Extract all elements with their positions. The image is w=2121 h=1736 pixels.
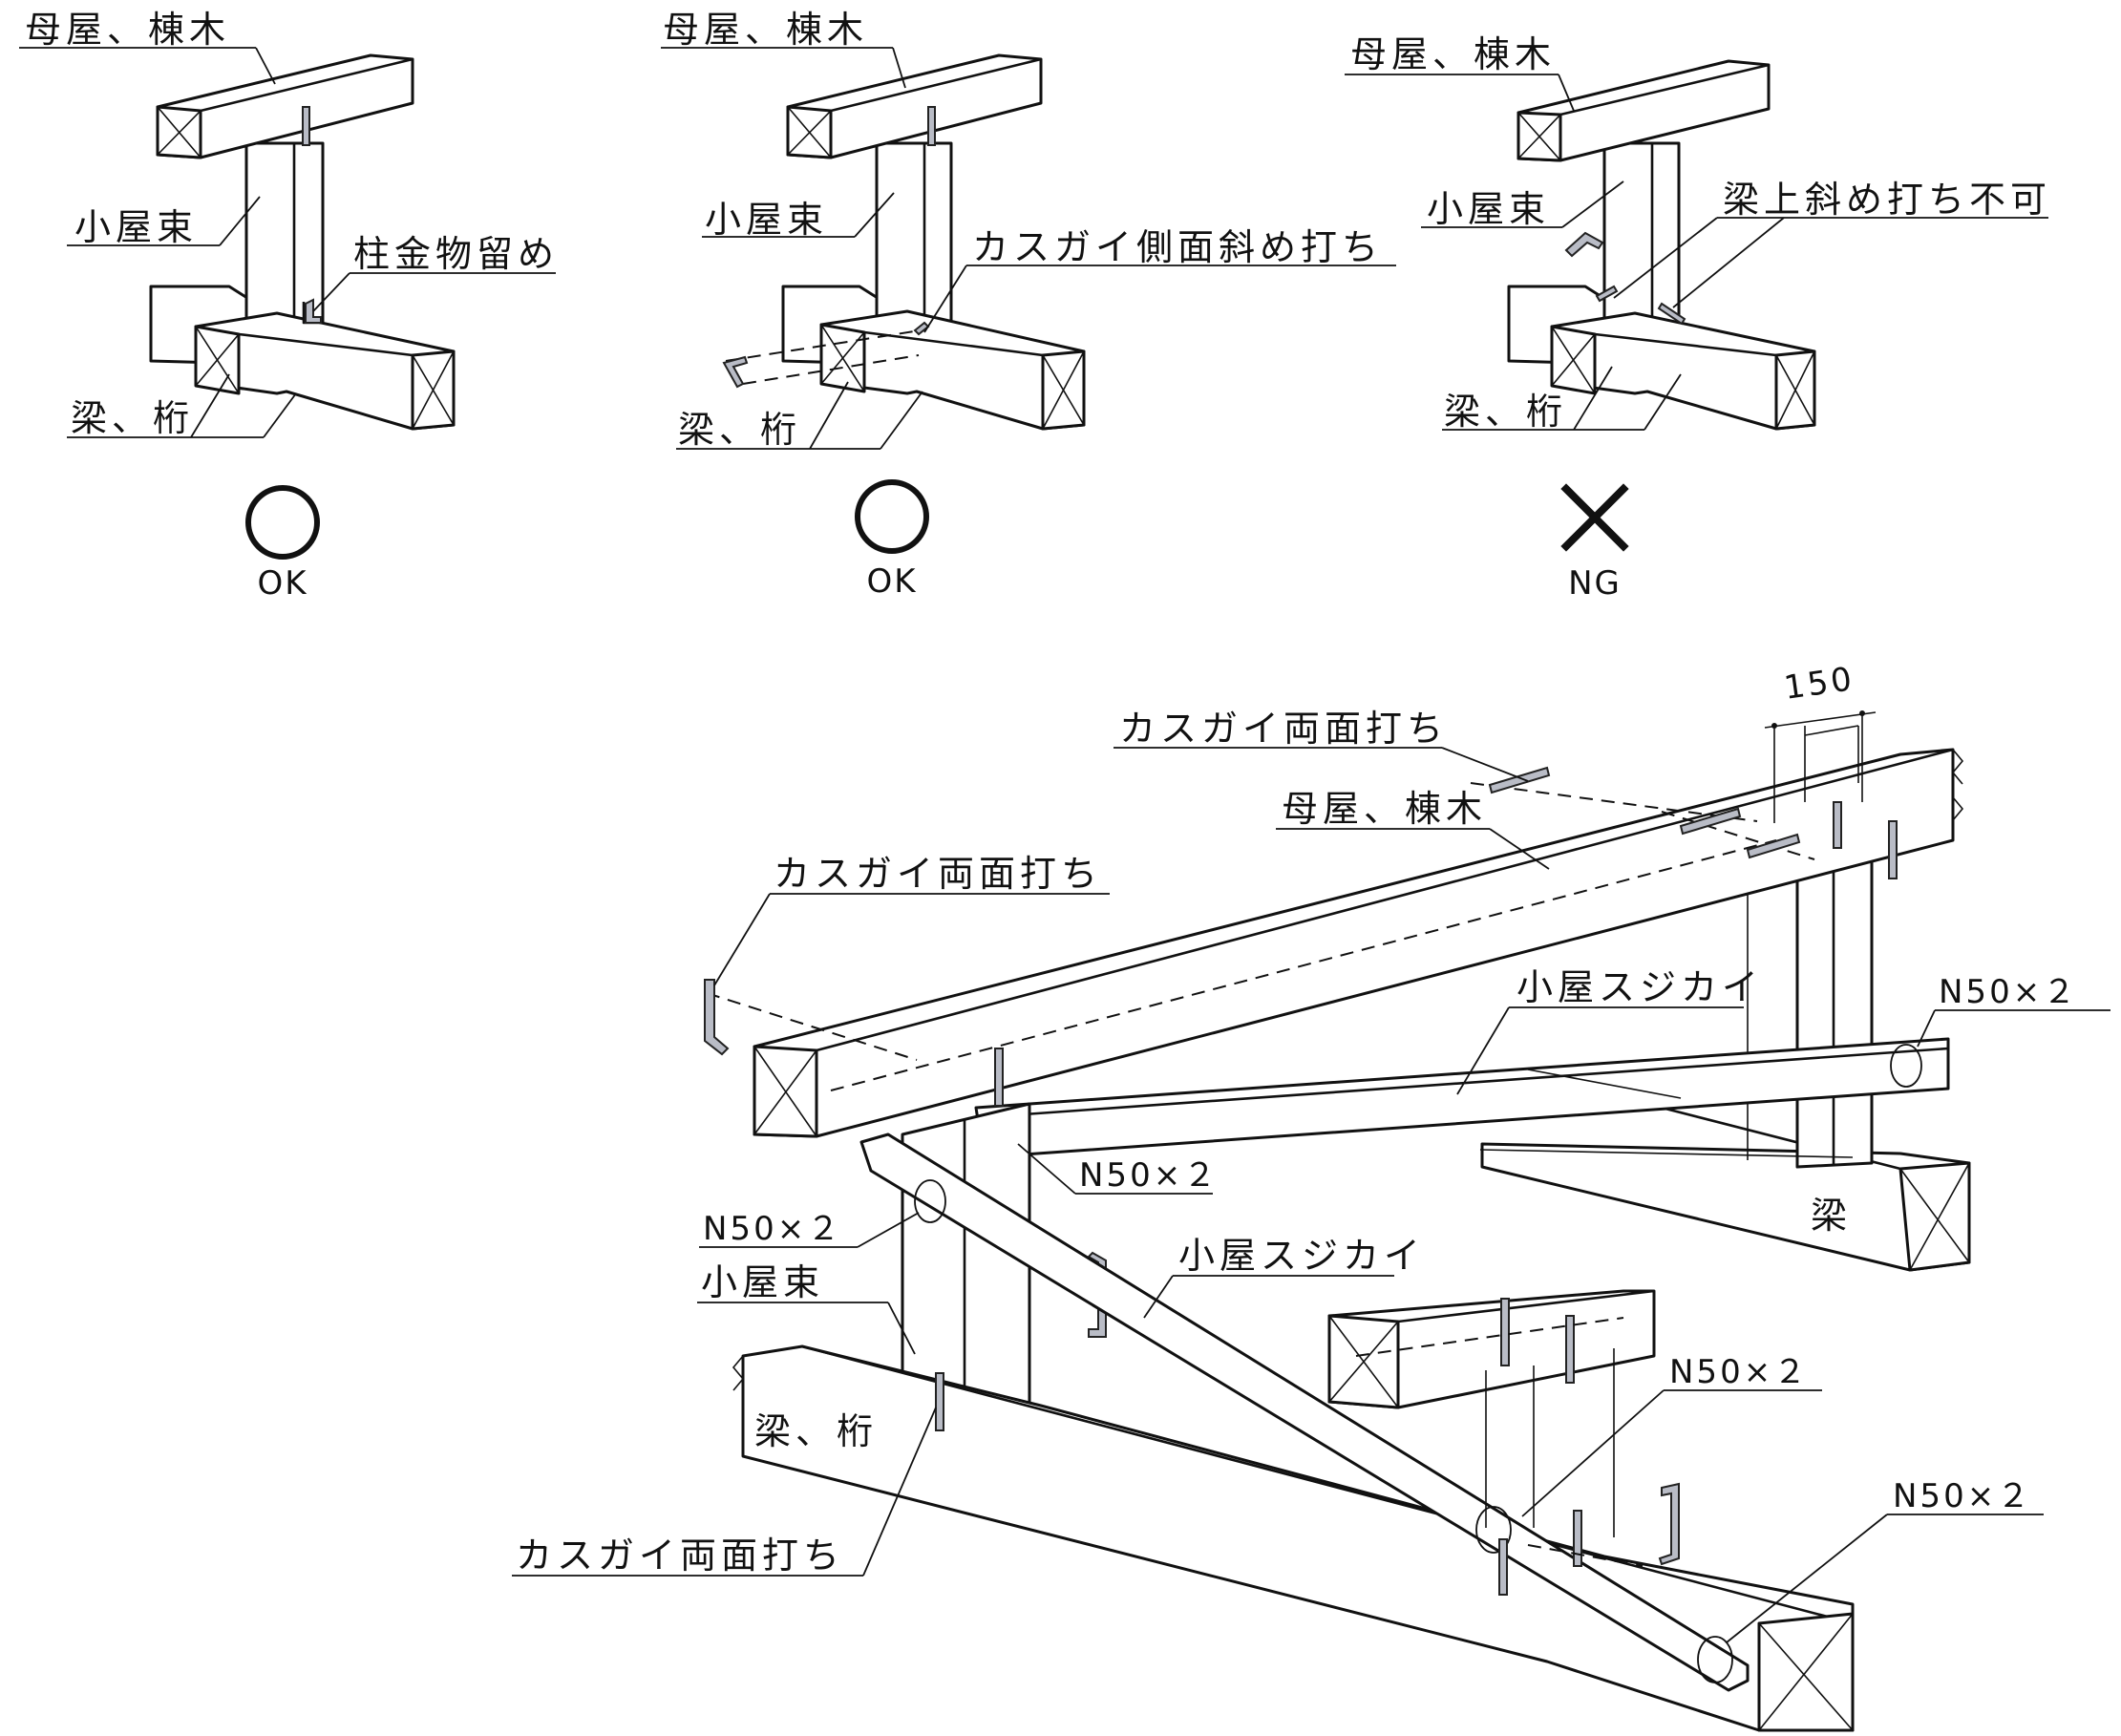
- label-nail-bottom: N50×２: [1893, 1477, 2032, 1515]
- label-brace-upper: 小屋スジカイ: [1517, 966, 1763, 1008]
- assembly-leaders: [512, 710, 2110, 1643]
- detail-2-leaders: [661, 47, 1396, 450]
- label-kasugai-left: カスガイ両面打ち: [774, 853, 1102, 895]
- label-d1-fix: 柱金物留め: [353, 233, 559, 275]
- verdict-d1: OK: [257, 564, 308, 603]
- verdict-d3: NG: [1568, 564, 1622, 603]
- label-kasugai-bottom: カスガイ両面打ち: [516, 1535, 844, 1577]
- label-nail-right: N50×２: [1939, 973, 2078, 1011]
- label-beam-left: 梁、桁: [754, 1410, 878, 1452]
- circle-outline-icon: [855, 479, 929, 554]
- verdict-d2: OK: [866, 562, 917, 601]
- detail-3-leaders: [1345, 74, 2048, 431]
- label-d2-purlin: 母屋、棟木: [663, 9, 868, 51]
- circle-outline-icon: [245, 485, 320, 560]
- label-d3-post: 小屋束: [1427, 188, 1550, 230]
- label-d2-beam: 梁、桁: [678, 409, 801, 451]
- label-d2-post: 小屋束: [705, 199, 828, 241]
- label-nail-upper: N50×２: [1079, 1156, 1219, 1195]
- label-d2-fix: カスガイ側面斜め打ち: [972, 226, 1383, 268]
- roof-assembly: [704, 725, 1971, 1732]
- label-main-purlin: 母屋、棟木: [1282, 788, 1487, 830]
- label-d1-post: 小屋束: [74, 206, 198, 248]
- detail-3: [1507, 59, 1816, 431]
- detail-2: [722, 53, 1086, 431]
- label-assembly-post: 小屋束: [701, 1261, 824, 1303]
- label-d1-purlin: 母屋、棟木: [25, 9, 230, 51]
- label-kasugai-top: カスガイ両面打ち: [1119, 708, 1448, 750]
- label-beam-right: 梁: [1811, 1195, 1852, 1237]
- label-d3-beam: 梁、桁: [1444, 391, 1567, 433]
- label-d1-beam: 梁、桁: [71, 397, 194, 439]
- label-d3-fix: 梁上斜め打ち不可: [1723, 179, 2051, 221]
- label-brace-lower: 小屋スジカイ: [1178, 1235, 1425, 1277]
- detail-1-leaders: [19, 47, 556, 438]
- cross-mark-icon: [1560, 483, 1629, 552]
- dimension-150: 150: [1782, 660, 1857, 708]
- label-nail-mid: N50×２: [1669, 1353, 1809, 1391]
- label-nail-left: N50×２: [703, 1210, 842, 1248]
- label-d3-purlin: 母屋、棟木: [1350, 33, 1556, 75]
